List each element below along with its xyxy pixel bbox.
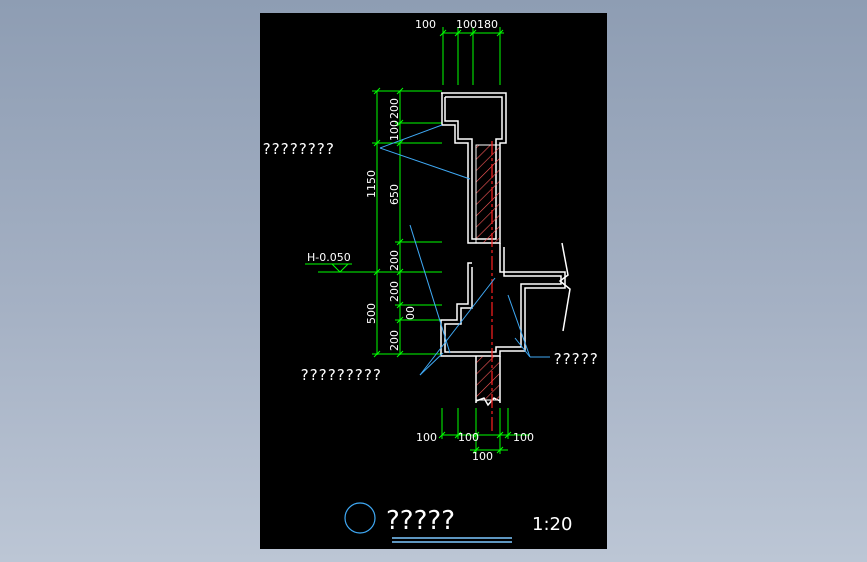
bottom-dim-4: 100 [472, 450, 493, 463]
lower-slab-inner-outline [444, 247, 562, 353]
label-right: ????? [553, 350, 598, 368]
bottom-dim-3: 100 [513, 431, 534, 444]
top-dim-3: 180 [477, 18, 498, 31]
elevation-triangle [331, 263, 349, 273]
tick-mark [396, 119, 404, 127]
section-outline [440, 92, 571, 407]
drawing-sheet: 100 100 180 200 100 650 200 200 00 200 1… [260, 13, 607, 549]
tick-mark [454, 29, 462, 37]
tick-mark [396, 301, 404, 309]
tick-mark [373, 87, 381, 95]
tick-mark [438, 431, 446, 439]
tick-mark [496, 29, 504, 37]
tick-mark [373, 350, 381, 358]
tick-mark [504, 431, 512, 439]
leader-right-1 [514, 337, 531, 358]
tick-mark [396, 350, 404, 358]
tick-mark [396, 139, 404, 147]
tick-mark [396, 238, 404, 246]
tick-mark [496, 446, 504, 454]
hatched-wall-lower [475, 355, 501, 401]
leader-upper-2 [379, 124, 443, 149]
section-drawing: 100 100 180 200 100 650 200 200 00 200 1… [262, 18, 598, 543]
label-lower-left: ????????? [300, 366, 381, 384]
leader-lines [379, 124, 550, 376]
upper-cornice-outline [441, 92, 507, 244]
bottom-dim-1: 100 [416, 431, 437, 444]
upper-cornice-inner-outline [444, 96, 503, 240]
tick-mark [373, 139, 381, 147]
left-dimension-group [372, 87, 442, 358]
hatched-wall-upper [475, 144, 501, 244]
top-dimension-group [439, 27, 504, 85]
left-dim-500: 500 [365, 303, 378, 324]
tick-mark [454, 431, 462, 439]
left-dim-200-bottom: 200 [388, 330, 401, 351]
left-dim-200-lower: 200 [388, 281, 401, 302]
bottom-dimension-group [438, 408, 530, 454]
left-dim-00: 00 [404, 306, 417, 320]
elevation-mark [305, 263, 420, 273]
tick-mark [469, 29, 477, 37]
lower-slab-outline [440, 243, 566, 357]
tick-mark [472, 446, 480, 454]
left-dim-100: 100 [388, 120, 401, 141]
break-mark-right [558, 242, 571, 332]
top-dim-1: 100 [415, 18, 436, 31]
drawing-scale: 1:20 [532, 514, 572, 535]
leader-lower-1 [419, 352, 444, 376]
label-upper-left: ???????? [262, 140, 334, 158]
left-dim-200-top: 200 [388, 98, 401, 119]
tick-mark [396, 316, 404, 324]
leader-upper-1 [379, 147, 471, 180]
left-dim-650: 650 [388, 184, 401, 205]
leader-right-3 [507, 294, 531, 358]
bottom-dim-2: 100 [458, 431, 479, 444]
left-dim-200-mid: 200 [388, 250, 401, 271]
tick-mark [472, 431, 480, 439]
title-circle-icon [344, 502, 376, 534]
tick-mark [496, 431, 504, 439]
top-dim-2: 100 [456, 18, 477, 31]
drawing-title: ????? [386, 506, 455, 536]
tick-mark [439, 29, 447, 37]
left-dim-1150: 1150 [365, 170, 378, 198]
tick-mark [396, 87, 404, 95]
leader-mid [409, 224, 451, 354]
leader-lower-2 [419, 277, 496, 376]
elevation-text: H-0.050 [307, 251, 351, 264]
